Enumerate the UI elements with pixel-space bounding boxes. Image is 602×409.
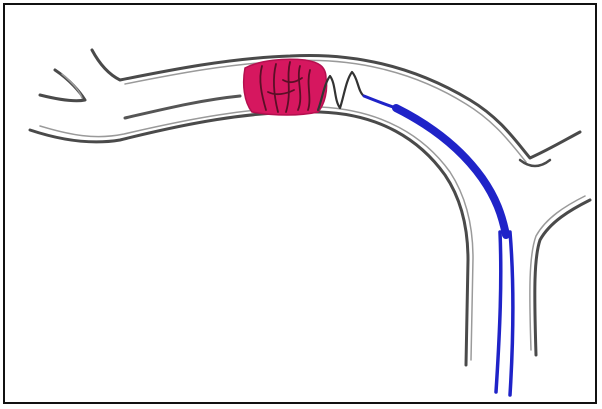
vessel-lower-wall-inner [40, 107, 473, 360]
vessel-right-branch-outer [535, 200, 590, 355]
thrombus-icon [244, 59, 327, 115]
catheter-thin-segment [364, 96, 396, 108]
catheter-tail-left [496, 232, 501, 392]
vessel-lower-wall [30, 112, 468, 365]
catheter-tail-right [510, 232, 513, 395]
clot-body [244, 59, 327, 115]
vessel-upper-wall [92, 50, 580, 158]
microcatheter-icon [364, 96, 513, 395]
catheter-thick-segment [396, 108, 506, 235]
